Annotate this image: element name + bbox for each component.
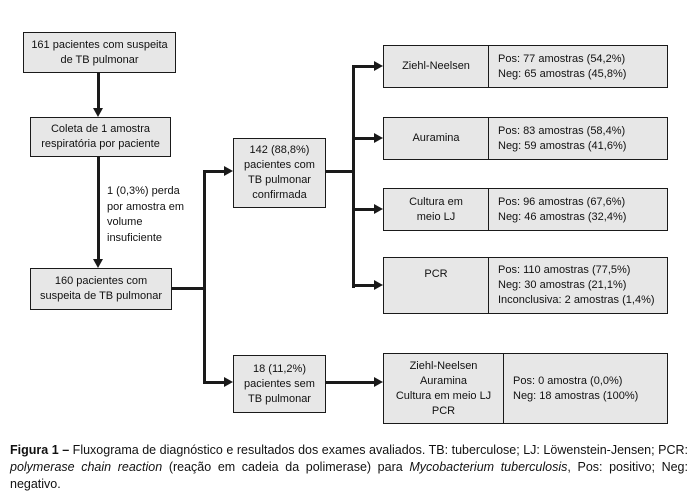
test-name: PCR (384, 258, 489, 313)
arrowhead-right-icon (374, 204, 383, 214)
test-name: Auramina (384, 118, 489, 159)
connector-160-to-trunk (172, 287, 206, 290)
node-tb-excluded: 18 (11,2%) pacientes sem TB pulmonar (233, 355, 326, 413)
arrowhead-down-icon (93, 259, 103, 268)
test-name: Ziehl-Neelsen (384, 46, 489, 87)
loss-note: 1 (0,3%) perda por amostra em volume ins… (107, 185, 185, 244)
connector-18-to-results (326, 381, 374, 384)
connector-to-auramina (355, 137, 374, 140)
arrowhead-right-icon (224, 166, 233, 176)
figure-caption: Figura 1 – Fluxograma de diagnóstico e r… (10, 442, 688, 493)
arrowhead-right-icon (224, 377, 233, 387)
test-results: Pos: 110 amostras (77,5%) Neg: 30 amostr… (498, 264, 655, 306)
result-box-ziehl-neelsen: Ziehl-Neelsen Pos: 77 amostras (54,2%) N… (383, 45, 668, 88)
caption-text: Fluxograma de diagnóstico e resultados d… (69, 443, 688, 457)
test-name: Ziehl-Neelsen Auramina Cultura em meio L… (384, 354, 504, 423)
connector-to-ziehl-neelsen (355, 65, 374, 68)
connector-trunk-to-18 (206, 381, 224, 384)
test-results: Pos: 96 amostras (67,6%) Neg: 46 amostra… (498, 195, 627, 223)
arrowhead-right-icon (374, 377, 383, 387)
arrowhead-right-icon (374, 133, 383, 143)
node-161-patients: 161 pacientes com suspeita de TB pulmona… (23, 32, 176, 73)
test-results: Pos: 77 amostras (54,2%) Neg: 65 amostra… (498, 52, 627, 80)
result-box-auramina: Auramina Pos: 83 amostras (58,4%) Neg: 5… (383, 117, 668, 160)
left-branch-trunk (203, 170, 206, 384)
connector-to-cultura (355, 208, 374, 211)
node-sample-collection: Coleta de 1 amostra respiratória por pac… (30, 117, 171, 157)
result-box-pcr: PCR Pos: 110 amostras (77,5%) Neg: 30 am… (383, 257, 668, 314)
connector-to-pcr (355, 284, 374, 287)
arrowhead-right-icon (374, 280, 383, 290)
right-branch-trunk (352, 65, 355, 288)
caption-text: , Pos: positivo; Neg: negativo. (10, 460, 688, 491)
arrowhead-down-icon (93, 108, 103, 117)
node-tb-confirmed: 142 (88,8%) pacientes com TB pulmonar co… (233, 138, 326, 208)
connector-161-to-coleta (97, 72, 100, 109)
result-box-cultura-lj: Cultura em meio LJ Pos: 96 amostras (67,… (383, 188, 668, 231)
caption-italic-mycobacterium: Mycobacterium tuberculosis (409, 460, 568, 474)
result-box-all-tests-negative: Ziehl-Neelsen Auramina Cultura em meio L… (383, 353, 668, 424)
connector-coleta-to-160 (97, 157, 100, 260)
caption-figure-label: Figura 1 – (10, 443, 70, 457)
test-results: Pos: 0 amostra (0,0%) Neg: 18 amostras (… (513, 374, 639, 402)
connector-trunk-to-142 (206, 170, 224, 173)
arrowhead-right-icon (374, 61, 383, 71)
test-results: Pos: 83 amostras (58,4%) Neg: 59 amostra… (498, 124, 627, 152)
node-160-patients: 160 pacientes com suspeita de TB pulmona… (30, 268, 172, 310)
connector-142-to-trunk (326, 170, 355, 173)
test-name: Cultura em meio LJ (384, 189, 489, 230)
caption-text: (reação em cadeia da polimerase) para (162, 460, 410, 474)
caption-italic-pcr: polymerase chain reaction (10, 460, 163, 474)
